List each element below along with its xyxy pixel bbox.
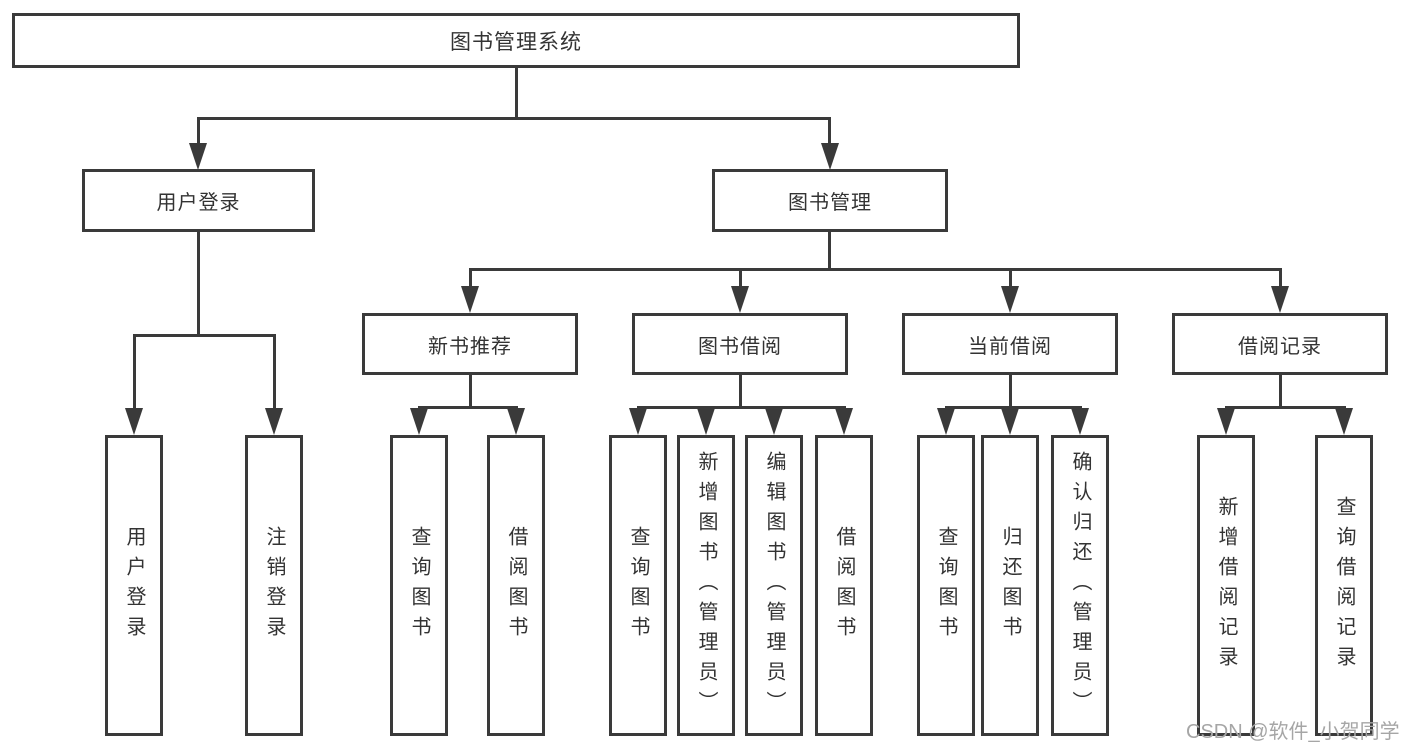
leaf-query-borrow-record-label: 查询借阅记录 [1333, 495, 1355, 676]
arrowhead-leaf-add-record [1217, 408, 1235, 435]
connector-root-drop [515, 68, 518, 120]
csdn-watermark: CSDN @软件_小贺同学 [1186, 721, 1400, 743]
connector-stub-borrow-records [1279, 268, 1282, 290]
leaf-logout: 注销登录 [245, 435, 303, 736]
arrowhead-book-mgmt [821, 143, 839, 170]
connector-book-mgmt-drop [828, 232, 831, 271]
connector-bus-level2 [197, 117, 831, 120]
leaf-query-books-3: 查询图书 [917, 435, 975, 736]
connector-bus-borrow-records [1225, 406, 1346, 409]
leaf-query-books-2-label: 查询图书 [627, 525, 649, 646]
connector-bus-new-book [418, 406, 518, 409]
leaf-borrow-books-2: 借阅图书 [815, 435, 873, 736]
leaf-query-books-1-label: 查询图书 [408, 525, 430, 646]
leaf-add-book-admin-label: 新增图书（管理员） [695, 450, 717, 721]
leaf-query-borrow-record: 查询借阅记录 [1315, 435, 1373, 736]
node-library-system: 图书管理系统 [12, 13, 1020, 68]
leaf-borrow-books-1-label: 借阅图书 [505, 525, 527, 646]
node-book-borrow-label: 图书借阅 [698, 335, 782, 358]
connector-stub-new-book [469, 268, 472, 290]
arrowhead-leaf-login [125, 408, 143, 435]
node-new-book-recommend: 新书推荐 [362, 313, 578, 375]
connector-stub-user-login [197, 117, 200, 147]
leaf-borrow-books-2-label: 借阅图书 [833, 525, 855, 646]
leaf-edit-book-admin-label: 编辑图书（管理员） [763, 450, 785, 721]
connector-bus-level3 [469, 268, 1282, 271]
node-borrow-records-label: 借阅记录 [1238, 335, 1322, 358]
arrowhead-leaf-query-books-3 [937, 408, 955, 435]
connector-current-borrow-drop [1009, 375, 1012, 409]
connector-bus-book-borrow [637, 406, 846, 409]
leaf-add-borrow-record-label: 新增借阅记录 [1215, 495, 1237, 676]
connector-bus-user-login [133, 334, 276, 337]
arrowhead-user-login [189, 143, 207, 170]
connector-stub-current-borrow [1009, 268, 1012, 290]
arrowhead-leaf-borrow-books-1 [507, 408, 525, 435]
leaf-user-login-label: 用户登录 [123, 525, 145, 646]
leaf-return-book: 归还图书 [981, 435, 1039, 736]
node-new-book-recommend-label: 新书推荐 [428, 335, 512, 358]
leaf-query-books-2: 查询图书 [609, 435, 667, 736]
leaf-edit-book-admin: 编辑图书（管理员） [745, 435, 803, 736]
node-book-borrow: 图书借阅 [632, 313, 848, 375]
arrowhead-leaf-logout [265, 408, 283, 435]
leaf-user-login: 用户登录 [105, 435, 163, 736]
node-book-management: 图书管理 [712, 169, 948, 232]
connector-book-borrow-drop [739, 375, 742, 409]
leaf-query-books-3-label: 查询图书 [935, 525, 957, 646]
node-borrow-records: 借阅记录 [1172, 313, 1388, 375]
arrowhead-leaf-query-record [1335, 408, 1353, 435]
arrowhead-leaf-query-books-2 [629, 408, 647, 435]
node-user-login: 用户登录 [82, 169, 315, 232]
connector-new-book-drop [469, 375, 472, 409]
leaf-borrow-books-1: 借阅图书 [487, 435, 545, 736]
leaf-add-borrow-record: 新增借阅记录 [1197, 435, 1255, 736]
node-current-borrow: 当前借阅 [902, 313, 1118, 375]
arrowhead-leaf-confirm-return [1071, 408, 1089, 435]
arrowhead-current-borrow [1001, 286, 1019, 313]
connector-stub-book-mgmt [828, 117, 831, 147]
connector-bus-current-borrow [945, 406, 1082, 409]
node-book-management-label: 图书管理 [788, 192, 872, 214]
leaf-confirm-return-admin-label: 确认归还（管理员） [1069, 450, 1091, 721]
arrowhead-leaf-add-book [697, 408, 715, 435]
leaf-confirm-return-admin: 确认归还（管理员） [1051, 435, 1109, 736]
arrowhead-borrow-records [1271, 286, 1289, 313]
arrowhead-leaf-query-books-1 [410, 408, 428, 435]
arrowhead-leaf-edit-book [765, 408, 783, 435]
connector-stub-leaf-logout [273, 334, 276, 412]
arrowhead-leaf-return-book [1001, 408, 1019, 435]
node-current-borrow-label: 当前借阅 [968, 335, 1052, 358]
arrowhead-book-borrow [731, 286, 749, 313]
connector-stub-leaf-login [133, 334, 136, 412]
arrowhead-leaf-borrow-books-2 [835, 408, 853, 435]
leaf-query-books-1: 查询图书 [390, 435, 448, 736]
node-library-system-label: 图书管理系统 [450, 30, 582, 54]
arrowhead-new-book [461, 286, 479, 313]
leaf-return-book-label: 归还图书 [999, 525, 1021, 646]
connector-user-login-drop [197, 232, 200, 337]
connector-borrow-records-drop [1279, 375, 1282, 409]
leaf-logout-label: 注销登录 [263, 525, 285, 646]
leaf-add-book-admin: 新增图书（管理员） [677, 435, 735, 736]
connector-stub-book-borrow [739, 268, 742, 290]
node-user-login-label: 用户登录 [156, 192, 241, 214]
